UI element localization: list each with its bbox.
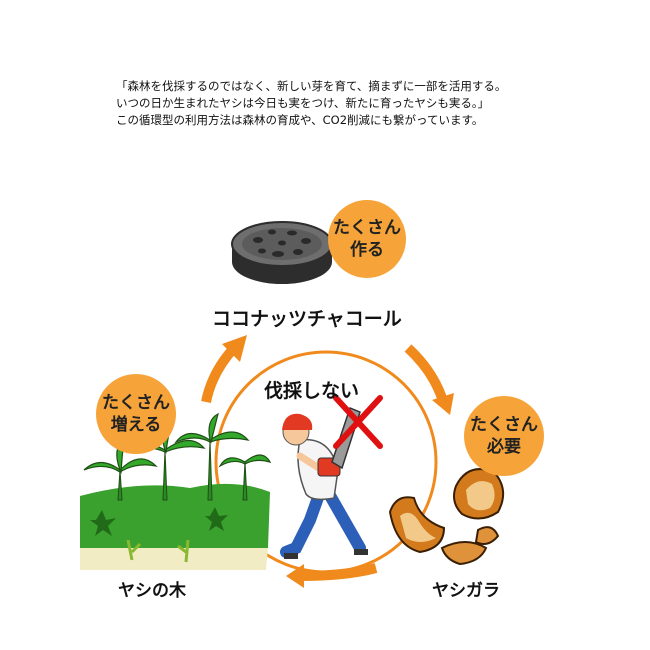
intro-line-2: いつの日か生まれたヤシは今日も実をつけ、新たに育ったヤシも実る。」 xyxy=(116,96,490,110)
intro-line-1: 「森林を伐採するのではなく、新しい芽を育て、摘まずに一部を活用する。 xyxy=(116,79,507,93)
arrow-charcoal-to-husk xyxy=(404,344,447,400)
husk-label: ヤシガラ xyxy=(432,581,500,601)
intro-text: 「森林を伐採するのではなく、新しい芽を育て、摘まずに一部を活用する。 いつの日か… xyxy=(116,78,616,129)
charcoal-label: ココナッツチャコール xyxy=(212,308,402,330)
intro-line-3: この循環型の利用方法は森林の育成や、CO2削減にも繋がっています。 xyxy=(116,113,484,127)
arrow-husk-to-palm xyxy=(299,563,378,581)
bubble-charcoal-line2: 作る xyxy=(350,240,384,260)
bubble-husk: たくさん 必要 xyxy=(464,396,544,476)
forbid-x-icon xyxy=(333,395,383,449)
arrow-palm-to-charcoal xyxy=(201,344,238,404)
bubble-charcoal: たくさん 作る xyxy=(328,200,406,278)
arrow-head-husk-to-palm xyxy=(286,564,304,588)
palm-tree-image xyxy=(80,412,272,570)
arrow-head-charcoal-to-husk xyxy=(432,393,454,415)
bubble-palm-line2: 増える xyxy=(110,415,162,435)
coconut-charcoal-image xyxy=(231,221,333,284)
coconut-husk-image xyxy=(388,468,505,566)
center-label: 伐採しない xyxy=(264,380,360,402)
man-with-chainsaw-image xyxy=(280,407,368,559)
bubble-palm-line1: たくさん xyxy=(102,393,170,413)
bubble-husk-line1: たくさん xyxy=(470,415,538,435)
arrow-head-palm-to-charcoal xyxy=(222,335,247,362)
bubble-husk-line2: 必要 xyxy=(487,437,521,457)
palm-label: ヤシの木 xyxy=(118,581,186,601)
bubble-charcoal-line1: たくさん xyxy=(333,218,401,238)
bubble-palm: たくさん 増える xyxy=(96,374,176,454)
